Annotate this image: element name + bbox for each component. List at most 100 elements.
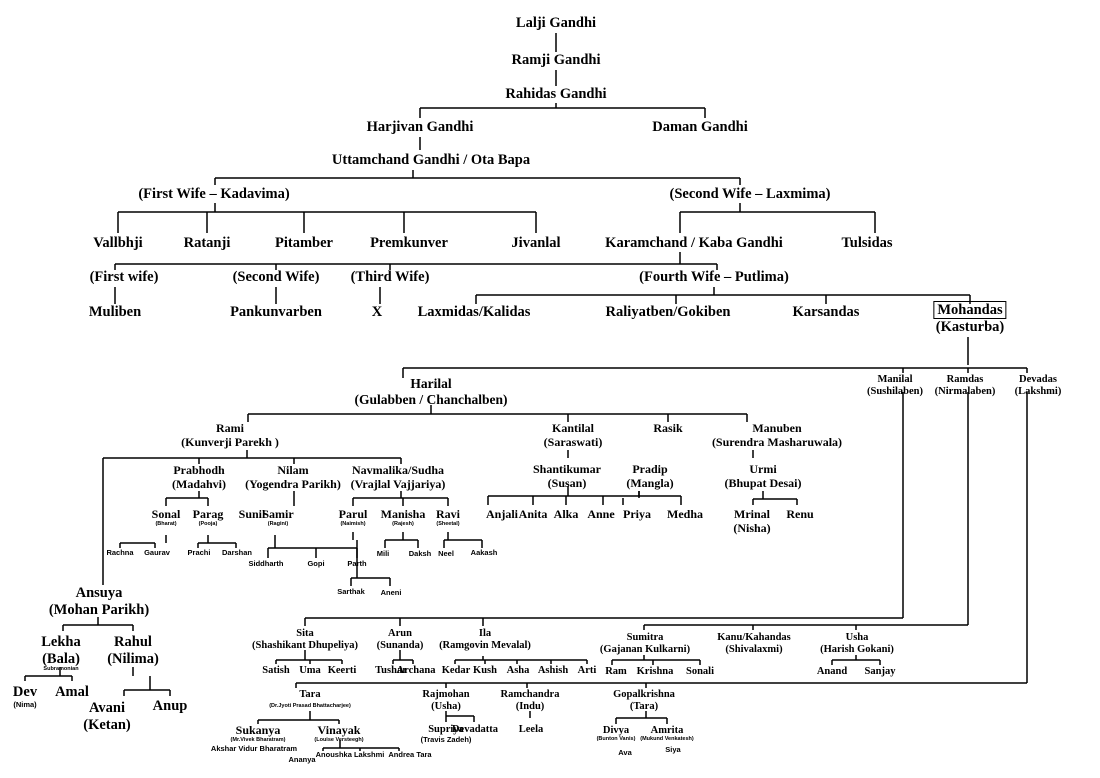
node-sita[interactable]: Sita (Shashikant Dhupeliya) — [252, 628, 358, 652]
node-urmi[interactable]: Urmi (Bhupat Desai) — [724, 462, 801, 491]
node-anand[interactable]: Anand — [816, 666, 848, 677]
node-sarthak[interactable]: Sarthak — [337, 587, 365, 596]
node-amrita[interactable]: Amrita (Mukund Venkatesh) — [640, 725, 693, 743]
node-priya[interactable]: Priya — [623, 507, 651, 521]
node-tushar[interactable]: Tushar — [375, 665, 407, 676]
node-archana[interactable]: Archana — [396, 665, 436, 676]
node-samir[interactable]: Samir (Ragini) — [262, 507, 293, 527]
node-darshan[interactable]: Darshan — [221, 548, 253, 557]
node-siddharth[interactable]: Siddharth — [248, 559, 284, 568]
node-premkunver[interactable]: Premkunver — [370, 235, 448, 251]
node-rami[interactable]: Rami (Kunverji Parekh ) — [181, 421, 279, 450]
node-pradip[interactable]: Pradip (Mangla) — [626, 462, 673, 491]
node-anoushka[interactable]: Anoushka Lakshmi — [315, 750, 385, 759]
node-rahidas[interactable]: Rahidas Gandhi — [505, 86, 607, 102]
node-avani[interactable]: Avani (Ketan) — [83, 700, 131, 733]
node-devadas[interactable]: Devadas (Lakshmi) — [1015, 374, 1062, 398]
node-ramji[interactable]: Ramji Gandhi — [511, 52, 601, 68]
node-lekha[interactable]: Lekha (Bala) Subramonian — [41, 634, 81, 673]
node-divya[interactable]: Divya (Bunton Vanis) — [597, 725, 636, 743]
node-tara[interactable]: Tara (Dr.Jyoti Prasad Bhattacharjee) — [269, 689, 351, 710]
node-ramdas[interactable]: Ramdas (Nirmalaben) — [935, 374, 996, 398]
node-rachna[interactable]: Rachna — [106, 548, 134, 557]
node-sanjay[interactable]: Sanjay — [864, 666, 896, 677]
node-gopalkrishna[interactable]: Gopalkrishna (Tara) — [613, 689, 675, 713]
node-nilam[interactable]: Nilam (Yogendra Parikh) — [245, 463, 341, 492]
node-krishna[interactable]: Krishna — [636, 666, 674, 677]
node-ramchandra[interactable]: Ramchandra (Indu) — [501, 689, 560, 713]
node-ashish[interactable]: Ashish — [537, 665, 569, 676]
node-shantikumar[interactable]: Shantikumar (Susan) — [533, 462, 601, 491]
node-prachi[interactable]: Prachi — [187, 548, 211, 557]
node-ansuya[interactable]: Ansuya (Mohan Parikh) — [49, 585, 149, 618]
node-akshar[interactable]: Akshar Vidur Bharatram — [210, 744, 298, 753]
node-sonal[interactable]: Sonal (Bharat) — [152, 507, 181, 527]
node-amal[interactable]: Amal — [55, 684, 89, 700]
node-laxmidas[interactable]: Laxmidas/Kalidas — [417, 304, 531, 320]
node-sumitra[interactable]: Sumitra (Gajanan Kulkarni) — [600, 632, 690, 656]
node-siya[interactable]: Siya — [665, 745, 681, 754]
node-kush[interactable]: Kush — [473, 665, 497, 676]
node-rahul[interactable]: Rahul (Nilima) — [107, 634, 159, 667]
node-alka[interactable]: Alka — [553, 507, 579, 521]
node-sukanya[interactable]: Sukanya (Mr.Vivek Bharatram) — [231, 723, 286, 743]
node-mohandas[interactable]: Mohandas (Kasturba) — [933, 301, 1007, 335]
node-mili[interactable]: Mili — [376, 549, 390, 558]
node-renu[interactable]: Renu — [786, 507, 814, 521]
node-daman[interactable]: Daman Gandhi — [652, 119, 748, 135]
node-manilal[interactable]: Manilal (Sushilaben) — [867, 374, 923, 398]
node-parth[interactable]: Parth — [347, 559, 367, 568]
node-pankunvarben[interactable]: Pankunvarben — [230, 304, 322, 320]
node-andrea[interactable]: Andrea Tara — [388, 750, 432, 759]
node-gaurav[interactable]: Gaurav — [144, 548, 170, 557]
node-sonali[interactable]: Sonali — [685, 666, 715, 677]
node-anita[interactable]: Anita — [518, 507, 548, 521]
node-harjivan[interactable]: Harjivan Gandhi — [366, 119, 474, 135]
node-raliyatben[interactable]: Raliyatben/Gokiben — [605, 304, 731, 320]
node-vinayak[interactable]: Vinayak (Louise Versteegh) — [314, 723, 363, 743]
node-usha[interactable]: Usha (Harish Gokani) — [820, 632, 894, 656]
node-anup[interactable]: Anup — [152, 698, 188, 714]
node-karsandas[interactable]: Karsandas — [792, 304, 860, 320]
node-uma[interactable]: Uma — [299, 665, 321, 676]
node-karamchand[interactable]: Karamchand / Kaba Gandhi — [605, 235, 783, 251]
node-harilal[interactable]: Harilal (Gulabben / Chanchalben) — [354, 376, 507, 407]
node-ava[interactable]: Ava — [618, 748, 632, 757]
node-rajmohan[interactable]: Rajmohan (Usha) — [422, 689, 469, 713]
node-kanu[interactable]: Kanu/Kahandas (Shivalaxmi) — [717, 632, 791, 656]
node-ila[interactable]: Ila (Ramgovin Mevalal) — [439, 628, 531, 652]
node-ram[interactable]: Ram — [605, 666, 627, 677]
node-arti[interactable]: Arti — [577, 665, 597, 676]
node-prabhodh[interactable]: Prabhodh (Madahvi) — [172, 463, 226, 492]
node-kantilal[interactable]: Kantilal (Saraswati) — [544, 421, 603, 450]
node-devadatta[interactable]: Devadatta — [451, 724, 499, 735]
node-ravi[interactable]: Ravi (Sheetal) — [436, 507, 460, 527]
node-lalji[interactable]: Lalji Gandhi — [515, 15, 597, 31]
node-mrinal[interactable]: Mrinal (Nisha) — [733, 507, 770, 536]
node-asha[interactable]: Asha — [506, 665, 530, 676]
node-dev[interactable]: Dev (Nima) — [13, 684, 37, 709]
node-uttamchand[interactable]: Uttamchand Gandhi / Ota Bapa — [331, 152, 531, 168]
node-arun[interactable]: Arun (Sunanda) — [377, 628, 424, 652]
node-anjali[interactable]: Anjali — [485, 507, 519, 521]
node-kedar[interactable]: Kedar — [441, 665, 471, 676]
node-muliben[interactable]: Muliben — [88, 304, 142, 320]
node-tulsidas[interactable]: Tulsidas — [841, 235, 893, 251]
node-navmalika[interactable]: Navmalika/Sudha (Vrajlal Vajjariya) — [351, 463, 446, 492]
node-parul[interactable]: Parul (Naimish) — [339, 507, 368, 527]
node-aneni[interactable]: Aneni — [380, 588, 402, 597]
node-ananya[interactable]: Ananya — [288, 755, 316, 764]
node-leela[interactable]: Leela — [518, 724, 544, 735]
node-neel[interactable]: Neel — [438, 549, 454, 558]
node-sunil[interactable]: Sunil — [238, 507, 266, 521]
node-rasik[interactable]: Rasik — [653, 421, 683, 435]
node-ratanji[interactable]: Ratanji — [183, 235, 231, 251]
node-daksh[interactable]: Daksh — [408, 549, 432, 558]
node-satish[interactable]: Satish — [262, 665, 290, 676]
node-pitamber[interactable]: Pitamber — [275, 235, 333, 251]
node-parag[interactable]: Parag (Pooja) — [193, 507, 224, 527]
node-keerti[interactable]: Keerti — [327, 665, 357, 676]
node-gopi[interactable]: Gopi — [307, 559, 325, 568]
node-aakash[interactable]: Aakash — [470, 548, 498, 557]
node-anne[interactable]: Anne — [587, 507, 615, 521]
